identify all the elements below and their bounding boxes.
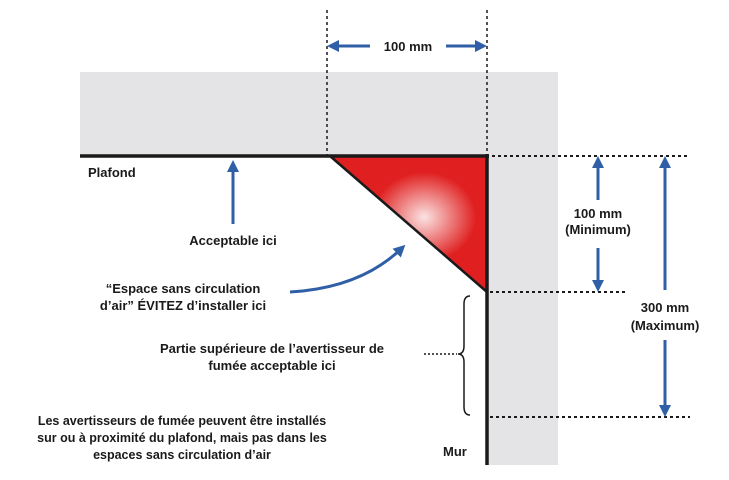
dead-air-arrow bbox=[289, 244, 406, 294]
width-dimension-label: 100 mm bbox=[384, 39, 432, 54]
top-of-alarm-label-line2: fumée acceptable ici bbox=[208, 358, 335, 373]
min-note-label: (Minimum) bbox=[565, 222, 631, 237]
max-note-label: (Maximum) bbox=[631, 318, 700, 333]
footnote-line1: Les avertisseurs de fumée peuvent être i… bbox=[38, 414, 326, 428]
wall-label: Mur bbox=[443, 444, 467, 459]
ceiling-label: Plafond bbox=[88, 165, 136, 180]
min-value-label: 100 mm bbox=[574, 206, 622, 221]
max-value-label: 300 mm bbox=[641, 300, 689, 315]
footnote-line2: sur ou à proximité du plafond, mais pas … bbox=[37, 431, 327, 445]
dead-air-label-line2: d’air” ÉVITEZ d’installer ici bbox=[100, 298, 266, 313]
ceiling-slab bbox=[80, 72, 558, 156]
footnote-line3: espaces sans circulation d’air bbox=[93, 448, 271, 462]
acceptable-here-label: Acceptable ici bbox=[189, 233, 276, 248]
dead-air-label-line1: “Espace sans circulation bbox=[106, 281, 261, 296]
top-of-alarm-label-line1: Partie supérieure de l’avertisseur de bbox=[160, 341, 384, 356]
acceptable-zone-brace bbox=[457, 295, 471, 416]
wall-slab bbox=[487, 72, 558, 465]
dead-air-edge bbox=[329, 155, 488, 293]
